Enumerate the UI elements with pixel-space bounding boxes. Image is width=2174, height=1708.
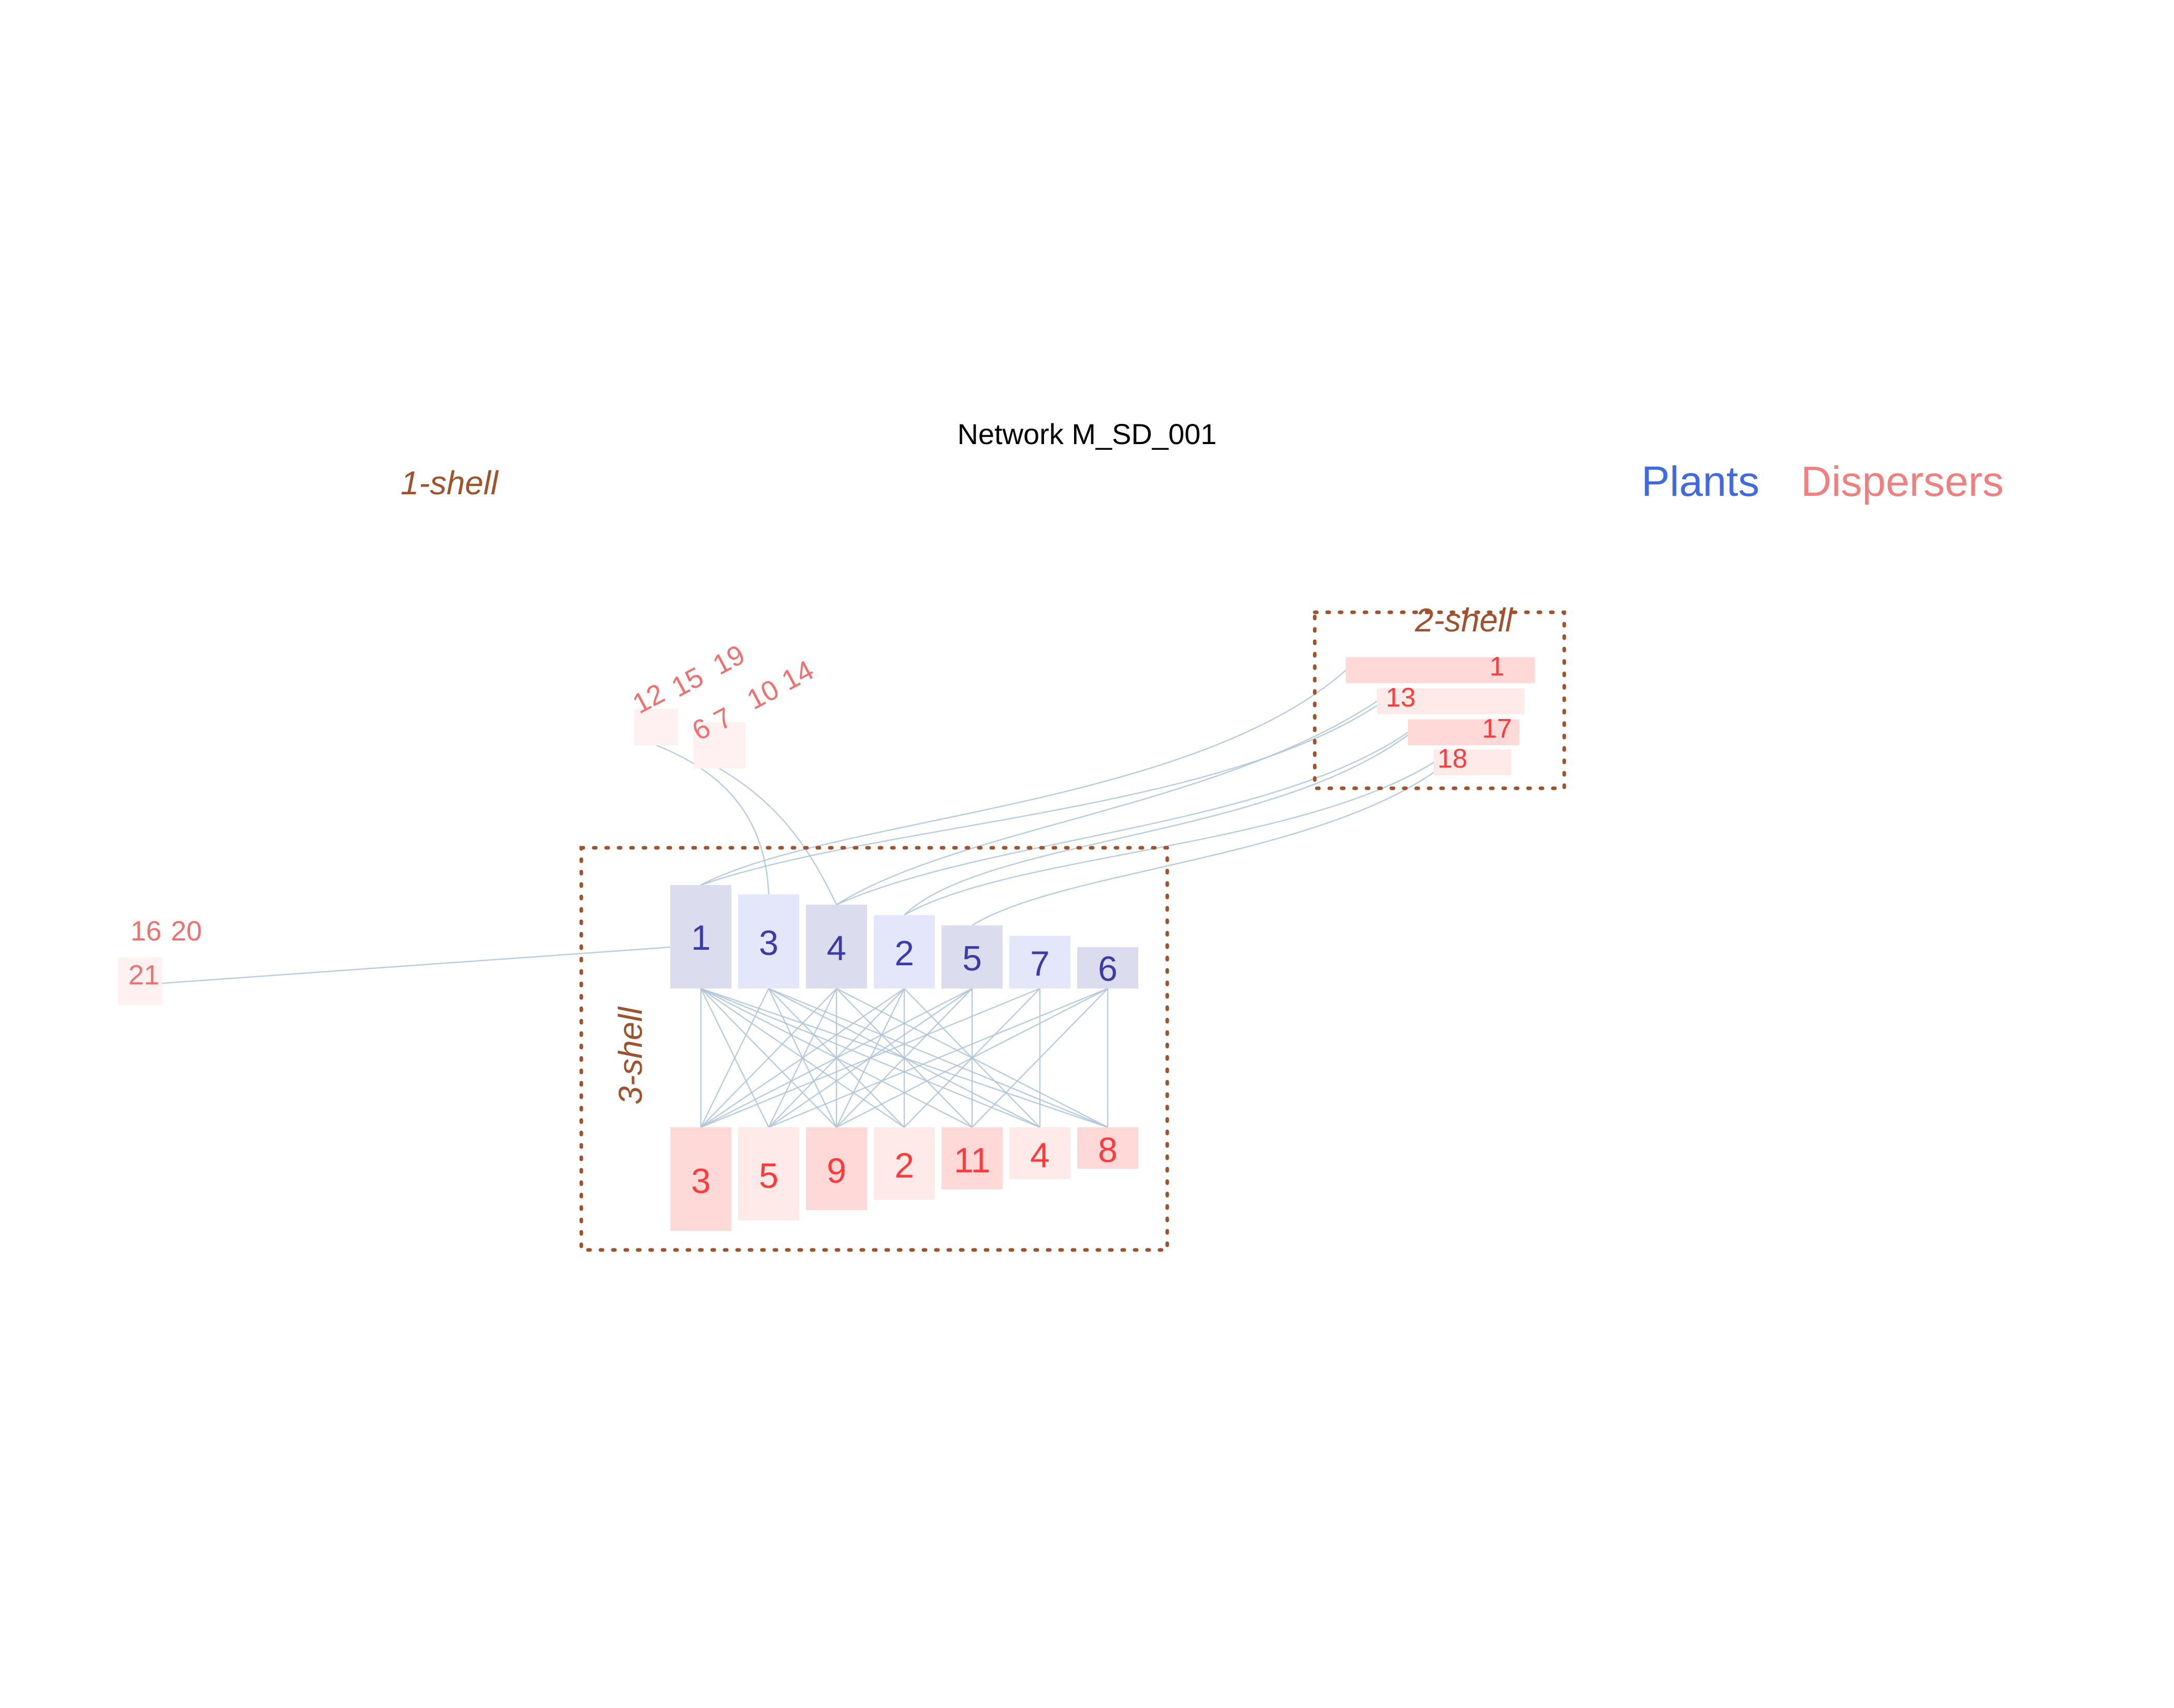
plant-node-7[interactable] (1009, 936, 1070, 989)
disperser-node-label: 9 (827, 1151, 846, 1190)
plant-node-4[interactable] (806, 905, 867, 989)
link (700, 703, 1380, 886)
shell-2-box (1313, 610, 1566, 790)
link (719, 768, 838, 905)
link (700, 988, 770, 1128)
diagram-title: Network M_SD_001 (957, 418, 1216, 450)
disperser-label-21: 21 (128, 960, 159, 991)
disperser-node-label: 18 (1437, 744, 1467, 774)
link (972, 764, 1445, 926)
dispersers-shell2-group: 1 13 17 18 (1346, 652, 1535, 775)
dispersers-core-group: 3 5 9 2 11 4 8 (670, 1127, 1138, 1231)
disperser-node-label: 13 (1386, 683, 1416, 713)
disperser-label-14: 14 (776, 654, 818, 696)
disperser-label-10: 10 (742, 673, 784, 715)
plant-node-1[interactable] (670, 885, 731, 989)
plant-node-label: 3 (759, 923, 778, 963)
shell-3-label: 3-shell (612, 1006, 649, 1105)
plant-node-label: 1 (691, 918, 711, 958)
link (700, 670, 1346, 886)
disperser-node-label: 5 (759, 1156, 778, 1196)
disperser-label-20: 20 (171, 916, 202, 947)
link (700, 988, 905, 1128)
link (160, 946, 671, 984)
disperser-node-label: 2 (894, 1146, 914, 1185)
links-layer (160, 670, 1445, 1128)
link (700, 988, 1040, 1128)
disperser-label-19: 19 (708, 639, 750, 681)
disperser-node-3[interactable] (670, 1127, 731, 1231)
link (656, 744, 770, 895)
plant-node-label: 7 (1030, 944, 1050, 983)
plant-node-5[interactable] (942, 925, 1003, 989)
disperser-node-label: 8 (1098, 1130, 1118, 1170)
plants-core-group: 1 3 4 2 5 7 6 (670, 885, 1138, 989)
disperser-node-label: 4 (1030, 1136, 1050, 1175)
link (836, 700, 1377, 906)
disperser-node-2[interactable] (874, 1127, 935, 1200)
shell-2-label: 2-shell (1415, 601, 1514, 639)
disperser-node-11[interactable] (942, 1127, 1003, 1189)
disperser-node-group-a[interactable] (634, 709, 678, 745)
legend-plants: Plants (1641, 458, 1759, 505)
disperser-node-group-c[interactable] (118, 958, 162, 1005)
disperser-label-15: 15 (666, 661, 708, 703)
disperser-node-label: 1 (1490, 652, 1505, 682)
disperser-node-17[interactable] (1408, 719, 1519, 745)
disperser-node-8[interactable] (1077, 1127, 1138, 1169)
disperser-node-label: 3 (691, 1161, 711, 1201)
link (904, 734, 1408, 916)
link (972, 988, 1108, 1128)
disperser-node-9[interactable] (806, 1127, 867, 1210)
link (700, 988, 837, 1128)
plant-node-3[interactable] (738, 894, 799, 989)
plant-node-label: 6 (1098, 949, 1118, 989)
shell-1-label: 1-shell (401, 464, 499, 502)
link (768, 988, 1108, 1128)
legend-dispersers: Dispersers (1801, 458, 2004, 505)
link (836, 988, 1108, 1128)
plant-node-6[interactable] (1077, 947, 1138, 989)
link (836, 988, 973, 1128)
disperser-node-label: 17 (1482, 714, 1512, 744)
link (836, 731, 1408, 906)
shell-3-box (579, 846, 1169, 1252)
disperser-node-13[interactable] (1377, 688, 1524, 714)
disperser-node-4[interactable] (1009, 1127, 1070, 1179)
plant-node-label: 5 (962, 939, 982, 978)
disperser-node-1[interactable] (1346, 657, 1535, 683)
plant-node-label: 2 (894, 934, 914, 973)
disperser-node-18[interactable] (1434, 749, 1511, 775)
plant-node-label: 4 (827, 929, 846, 968)
disperser-label-16: 16 (130, 916, 161, 947)
disperser-node-5[interactable] (738, 1127, 799, 1220)
plant-node-2[interactable] (874, 915, 935, 989)
link (700, 988, 973, 1128)
disperser-node-label: 11 (954, 1141, 991, 1180)
disperser-node-group-b[interactable] (694, 722, 745, 769)
